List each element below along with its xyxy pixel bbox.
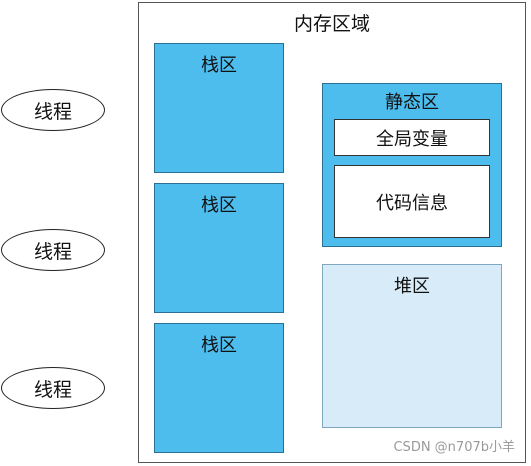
thread-node-2: 线程 — [1, 229, 105, 271]
memory-region-title: 内存区域 — [293, 13, 370, 35]
heap-area: 堆区 — [322, 264, 502, 428]
watermark: CSDN @n707b小羊 — [393, 440, 515, 455]
static-area-label: 静态区 — [385, 92, 439, 113]
stack-area-2: 栈区 — [154, 183, 284, 313]
code-info-label: 代码信息 — [376, 192, 448, 214]
code-info-box: 代码信息 — [334, 165, 490, 238]
stack-area-3: 栈区 — [154, 323, 284, 453]
thread-node-3: 线程 — [1, 367, 105, 409]
thread-node-1: 线程 — [1, 89, 105, 131]
memory-region: 内存区域 栈区 栈区 栈区 静态区 全局变量 代码信息 堆区 CSDN @n70… — [138, 2, 526, 463]
global-variables-box: 全局变量 — [334, 119, 490, 156]
static-area: 静态区 全局变量 代码信息 — [322, 83, 502, 247]
global-variables-label: 全局变量 — [376, 128, 448, 150]
thread-label: 线程 — [33, 100, 72, 123]
heap-area-label: 堆区 — [394, 276, 430, 297]
stack-area-label: 栈区 — [201, 55, 237, 76]
thread-label: 线程 — [33, 240, 72, 263]
thread-label: 线程 — [33, 378, 72, 401]
stack-area-label: 栈区 — [201, 195, 237, 216]
stack-area-1: 栈区 — [154, 43, 284, 173]
stack-area-label: 栈区 — [201, 335, 237, 356]
